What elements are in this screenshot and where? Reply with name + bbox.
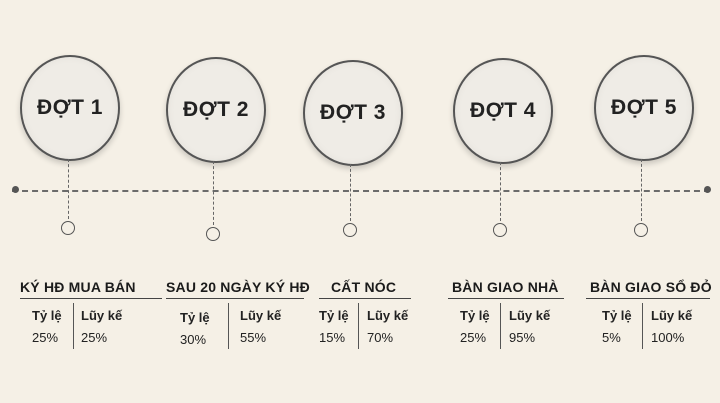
phase-node xyxy=(206,227,220,241)
phase-label: ĐỢT 4 xyxy=(470,99,536,122)
rate-value: 25% xyxy=(460,330,487,345)
rate-column: Tỷ lệ 25% xyxy=(460,305,490,349)
cumulative-value: 100% xyxy=(651,330,685,345)
cumulative-header: Lũy kế xyxy=(81,308,123,323)
phase-circle: ĐỢT 5 xyxy=(594,55,694,161)
rate-column: Tỷ lệ 30% xyxy=(180,307,210,351)
rate-value: 25% xyxy=(32,330,59,345)
phase-4: ĐỢT 4 BÀN GIAO NHÀ Tỷ lệ 25% Lũy kế 95% xyxy=(444,0,594,403)
rate-header: Tỷ lệ xyxy=(460,308,490,323)
timeline-axis xyxy=(12,190,710,192)
rate-header: Tỷ lệ xyxy=(180,310,210,325)
cumulative-column: Lũy kế 95% xyxy=(509,305,550,349)
cumulative-header: Lũy kế xyxy=(651,308,693,323)
rate-column: Tỷ lệ 5% xyxy=(602,305,632,349)
phase-connector xyxy=(68,159,69,219)
cumulative-value: 25% xyxy=(81,330,108,345)
rate-header: Tỷ lệ xyxy=(602,308,632,323)
cumulative-header: Lũy kế xyxy=(240,308,282,323)
title-underline xyxy=(448,298,564,299)
phase-2: ĐỢT 2 SAU 20 NGÀY KÝ HĐ Tỷ lệ 30% Lũy kế… xyxy=(166,0,316,403)
rate-value: 15% xyxy=(319,330,346,345)
phase-title: BÀN GIAO NHÀ xyxy=(452,279,559,295)
phase-label: ĐỢT 3 xyxy=(320,101,386,124)
phase-connector xyxy=(500,162,501,221)
phase-title: CẤT NÓC xyxy=(331,279,397,295)
phase-circle: ĐỢT 1 xyxy=(20,55,120,161)
cumulative-column: Lũy kế 25% xyxy=(81,305,122,349)
phase-circle: ĐỢT 3 xyxy=(303,60,403,166)
timeline-end-dot xyxy=(704,186,711,193)
phase-3: ĐỢT 3 CẤT NÓC Tỷ lệ 15% Lũy kế 70% xyxy=(303,0,453,403)
column-divider xyxy=(500,303,501,349)
column-divider xyxy=(73,303,74,349)
cumulative-column: Lũy kế 55% xyxy=(240,305,281,349)
rate-header: Tỷ lệ xyxy=(32,308,62,323)
phase-node xyxy=(61,221,75,235)
cumulative-header: Lũy kế xyxy=(509,308,551,323)
title-underline xyxy=(20,298,162,299)
column-divider xyxy=(358,303,359,349)
phase-5: ĐỢT 5 BÀN GIAO SỔ ĐỎ Tỷ lệ 5% Lũy kế 100… xyxy=(584,0,720,403)
phase-1: ĐỢT 1 KÝ HĐ MUA BÁN Tỷ lệ 25% Lũy kế 25% xyxy=(20,0,170,403)
rate-column: Tỷ lệ 15% xyxy=(319,305,349,349)
phase-title: KÝ HĐ MUA BÁN xyxy=(20,279,136,295)
cumulative-value: 95% xyxy=(509,330,536,345)
phase-connector xyxy=(641,159,642,221)
phase-title: BÀN GIAO SỔ ĐỎ xyxy=(590,279,712,295)
cumulative-column: Lũy kế 70% xyxy=(367,305,408,349)
phase-title: SAU 20 NGÀY KÝ HĐ xyxy=(166,279,310,295)
phase-label: ĐỢT 5 xyxy=(611,96,677,119)
phase-connector xyxy=(350,164,351,221)
phase-label: ĐỢT 1 xyxy=(37,96,103,119)
phase-label: ĐỢT 2 xyxy=(183,98,249,121)
rate-header: Tỷ lệ xyxy=(319,308,349,323)
rate-value: 30% xyxy=(180,332,207,347)
column-divider xyxy=(642,303,643,349)
title-underline xyxy=(586,298,710,299)
cumulative-value: 70% xyxy=(367,330,394,345)
rate-value: 5% xyxy=(602,330,621,345)
cumulative-column: Lũy kế 100% xyxy=(651,305,692,349)
title-underline xyxy=(166,298,304,299)
cumulative-value: 55% xyxy=(240,330,267,345)
title-underline xyxy=(319,298,411,299)
phase-connector xyxy=(213,161,214,225)
phase-node xyxy=(493,223,507,237)
phase-circle: ĐỢT 4 xyxy=(453,58,553,164)
phase-circle: ĐỢT 2 xyxy=(166,57,266,163)
column-divider xyxy=(228,303,229,349)
timeline-start-dot xyxy=(12,186,19,193)
phase-node xyxy=(634,223,648,237)
cumulative-header: Lũy kế xyxy=(367,308,409,323)
rate-column: Tỷ lệ 25% xyxy=(32,305,62,349)
phase-node xyxy=(343,223,357,237)
